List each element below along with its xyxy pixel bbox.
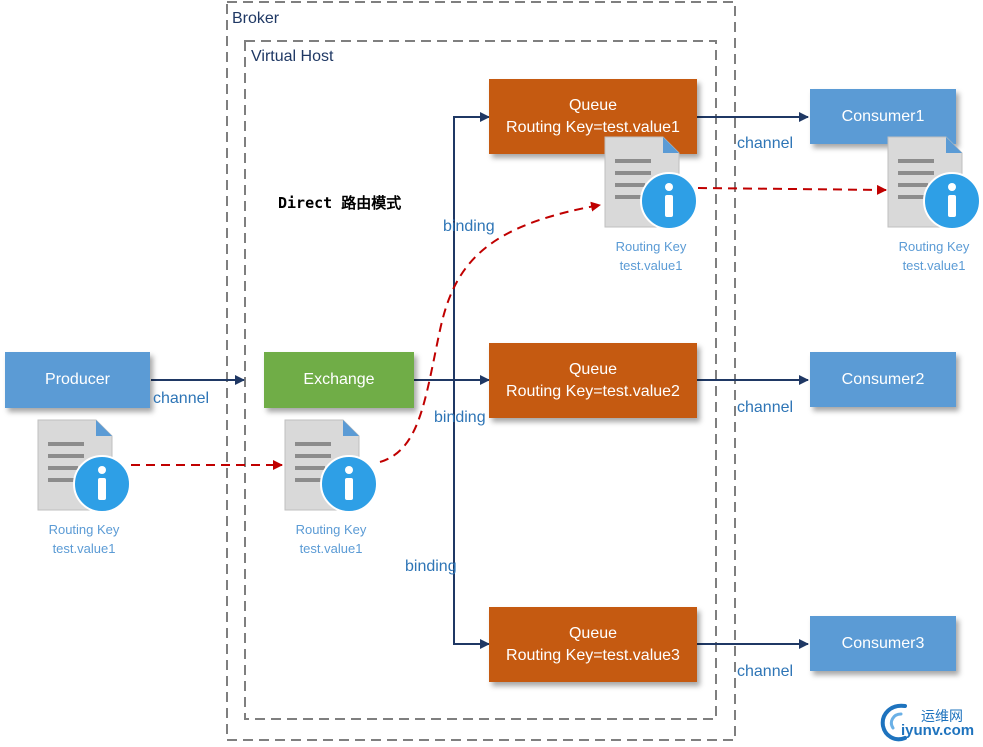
queue2-name: Queue: [568, 360, 618, 378]
channel-label-consumer1: channel: [737, 135, 794, 152]
watermark-domain: iyunv.com: [901, 722, 975, 739]
message-caption-line1: Routing Key: [615, 239, 687, 254]
consumer1-label: Consumer1: [841, 107, 925, 125]
message-document-icon: [887, 136, 981, 230]
message-caption-consumer1: Routing Key test.value1: [874, 237, 983, 275]
diagram-title: Direct 路由模式: [278, 194, 402, 212]
message-document-icon: [37, 419, 131, 513]
binding-label-queue1: binding: [443, 218, 495, 235]
vhost-label: Virtual Host: [251, 48, 334, 65]
producer-node: Producer: [5, 352, 150, 408]
message-caption-line2: test.value1: [52, 541, 116, 556]
queue3-name: Queue: [568, 624, 618, 642]
channel-label-consumer3: channel: [737, 663, 794, 680]
message-caption-line2: test.value1: [299, 541, 363, 556]
exchange-node: Exchange: [264, 352, 414, 408]
message-caption-line2: test.value1: [619, 258, 683, 273]
consumer3-label: Consumer3: [841, 634, 925, 652]
consumer1-node: Consumer1: [810, 89, 956, 144]
message-caption-producer: Routing Key test.value1: [24, 520, 144, 558]
queue3-node: Queue Routing Key=test.value3: [489, 607, 697, 682]
message-document-icon: [604, 136, 698, 230]
queue1-node: Queue Routing Key=test.value1: [489, 79, 697, 154]
message-flow-exchange: [379, 201, 601, 463]
producer-label: Producer: [45, 371, 110, 388]
consumer2-label: Consumer2: [841, 370, 925, 388]
message-document-icon: [284, 419, 378, 513]
consumer2-node: Consumer2: [810, 352, 956, 407]
channel-label-producer: channel: [153, 390, 210, 407]
binding-label-queue2: binding: [434, 409, 486, 426]
consumer3-node: Consumer3: [810, 616, 956, 671]
message-caption-line1: Routing Key: [898, 239, 970, 254]
message-caption-exchange: Routing Key test.value1: [271, 520, 391, 558]
channel-label-consumer2: channel: [737, 399, 794, 416]
message-caption-queue1: Routing Key test.value1: [591, 237, 711, 275]
message-caption-line2: test.value1: [902, 258, 966, 273]
message-caption-line1: Routing Key: [48, 522, 120, 537]
binding-label-queue3: binding: [405, 558, 457, 575]
queue1-name: Queue: [568, 96, 618, 114]
watermark-logo-icon: [880, 703, 907, 742]
exchange-label: Exchange: [303, 371, 375, 388]
watermark-text: 运维网: [921, 708, 963, 724]
message-caption-line1: Routing Key: [295, 522, 367, 537]
message-flow-consumer: [697, 184, 887, 195]
queue1-routing: Routing Key=test.value1: [506, 118, 680, 136]
queue3-routing: Routing Key=test.value3: [506, 646, 680, 664]
broker-label: Broker: [232, 10, 280, 27]
queue2-node: Queue Routing Key=test.value2: [489, 343, 697, 418]
queue2-routing: Routing Key=test.value2: [506, 382, 680, 400]
